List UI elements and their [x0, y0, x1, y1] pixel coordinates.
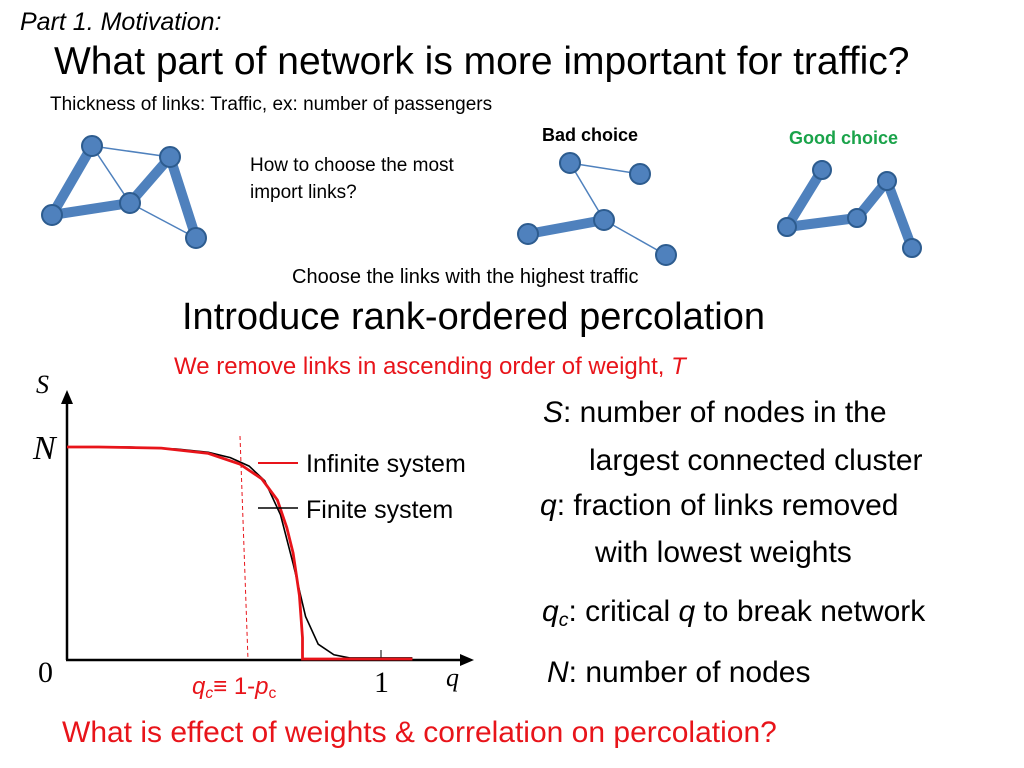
link-thin — [569, 162, 605, 221]
network-node — [119, 192, 141, 214]
link-thick — [165, 152, 201, 243]
network-node — [81, 135, 103, 157]
qc-variable: q — [542, 595, 559, 628]
link-thin — [91, 145, 171, 158]
percolation-plot — [61, 390, 474, 666]
critical-point-line — [239, 435, 249, 661]
y-axis-arrowhead — [61, 390, 73, 404]
definition-qc: qc: critical q to break network — [542, 595, 925, 632]
section-title: Introduce rank-ordered percolation — [182, 296, 766, 338]
definition-q: q: fraction of links removed — [540, 489, 899, 523]
link-thin — [569, 162, 641, 175]
q-definition-line1: : fraction of links removed — [556, 489, 899, 522]
full-network-diagram — [41, 135, 207, 249]
q-definition-line2: with lowest weights — [595, 536, 852, 569]
question-text: How to choose the most import links? — [250, 155, 454, 203]
legend-label-infinite: Infinite system — [306, 450, 466, 478]
legend-label-finite: Finite system — [306, 496, 454, 524]
removal-rule-body: We remove links in ascending order of we… — [174, 353, 672, 380]
x-tick-label-one: 1 — [374, 666, 389, 699]
x-axis-label: q — [446, 663, 459, 692]
network-node — [517, 223, 539, 245]
n-definition-text: : number of nodes — [568, 656, 811, 689]
link-thick — [47, 198, 135, 220]
qc-definition-rest: to break network — [695, 595, 926, 628]
good-choice-diagram — [777, 160, 922, 258]
qc-definition-q: q — [678, 595, 696, 628]
critical-point-label: qc≡ 1-pc — [192, 673, 276, 703]
link-thick — [782, 165, 827, 232]
definition-n: N: number of nodes — [547, 656, 811, 690]
y-tick-label-n: N — [33, 430, 56, 467]
qc-symbol: q — [192, 673, 206, 700]
slide-title: What part of network is more important f… — [54, 40, 910, 83]
bottom-question: What is effect of weights & correlation … — [62, 716, 777, 749]
qc-variable-subscript: c — [558, 608, 569, 631]
highest-traffic-text: Choose the links with the highest traffi… — [292, 266, 639, 288]
link-thick — [782, 213, 862, 232]
link-thin — [603, 219, 667, 256]
n-variable: N — [547, 656, 569, 689]
good-choice-label: Good choice — [789, 128, 899, 148]
x-axis-arrowhead — [460, 654, 474, 666]
s-variable: S — [543, 396, 564, 429]
network-node — [629, 163, 651, 185]
network-node — [41, 204, 63, 226]
qc-subscript: c — [205, 684, 214, 702]
bad-choice-diagram — [517, 152, 677, 266]
network-node — [185, 227, 207, 249]
network-node — [655, 244, 677, 266]
pc-subscript: c — [268, 684, 277, 702]
network-node — [159, 146, 181, 168]
weight-variable: T — [671, 353, 686, 380]
link-thin — [91, 145, 131, 204]
infinite-system-curve — [67, 445, 413, 661]
network-node — [847, 208, 867, 228]
network-node — [877, 171, 897, 191]
q-variable: q — [540, 489, 557, 522]
pc-symbol: p — [255, 673, 269, 700]
part-label: Part 1. Motivation: — [20, 8, 222, 36]
network-node — [559, 152, 581, 174]
link-thick — [882, 176, 917, 253]
qc-equiv-text: ≡ 1- — [213, 673, 256, 700]
s-definition-line2: largest connected cluster — [589, 444, 923, 477]
link-thick — [523, 215, 609, 239]
link-thick — [47, 141, 97, 220]
network-node — [777, 217, 797, 237]
network-node — [593, 209, 615, 231]
y-axis-label: S — [36, 370, 49, 399]
subtitle: Thickness of links: Traffic, ex: number … — [50, 94, 493, 115]
origin-label: 0 — [38, 656, 53, 689]
network-node — [902, 238, 922, 258]
link-thin — [129, 202, 197, 239]
definition-s: S: number of nodes in the — [543, 396, 887, 430]
network-node — [812, 160, 832, 180]
qc-definition-mid: : critical — [568, 595, 679, 628]
removal-rule-text: We remove links in ascending order of we… — [174, 353, 686, 381]
s-definition-line1: : number of nodes in the — [563, 396, 887, 429]
bad-choice-label: Bad choice — [542, 125, 639, 145]
